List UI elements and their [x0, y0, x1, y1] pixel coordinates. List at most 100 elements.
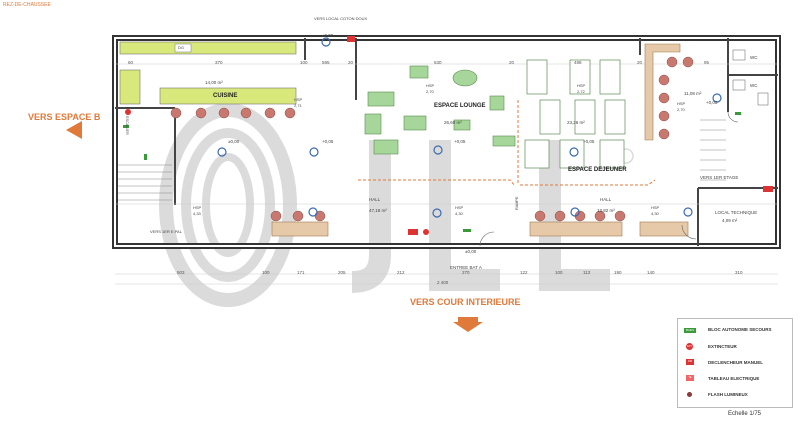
- staircase: [118, 119, 726, 201]
- glass-partition: [358, 100, 656, 187]
- legend-label-flash: FLASH LUMINEUX: [708, 392, 748, 397]
- area-local-technique: 4,09 m²: [722, 218, 738, 223]
- label-vers-local: VERS LOCAL COTON DOUX: [314, 16, 368, 21]
- legend-label-baes: BLOC AUTONOME SECOURS: [708, 327, 772, 332]
- room-lounge: ESPACE LOUNGE: [434, 103, 486, 109]
- fire-equipment: [125, 36, 773, 235]
- top-dim-8: 20: [637, 60, 643, 65]
- level-6: +0,05: [706, 100, 718, 105]
- top-dim-3: 595: [322, 60, 330, 65]
- baes-icon: BAES: [684, 327, 696, 333]
- area-dejeuner: 23,26 m²: [567, 120, 585, 125]
- area-hall-right: 13,82 m²: [597, 208, 615, 213]
- tableau-electrique-icon: TE: [686, 375, 694, 381]
- hsp-label-1: HSP: [294, 97, 303, 102]
- hsp-label-7: HSP: [651, 205, 660, 210]
- direction-cour: VERS COUR INTERIEURE: [410, 297, 521, 307]
- floor-label: REZ-DE-CHAUSSEE: [3, 2, 51, 8]
- top-dim-7: 488: [574, 60, 582, 65]
- kitchen-island: [159, 87, 297, 105]
- bottom-dim-0: 503: [177, 270, 185, 275]
- legend-label-dm: DECLENCHEUR MANUEL: [708, 360, 763, 365]
- room-wc-2: WC: [750, 83, 758, 88]
- kitchen-counter-side: [119, 69, 141, 105]
- hsp-value-3: 2,72: [577, 89, 585, 94]
- total-dim: 2 400: [437, 280, 449, 285]
- bottom-dim-11: 310: [735, 270, 743, 275]
- level-2: +0,05: [322, 139, 334, 144]
- top-dim-5: 530: [434, 60, 442, 65]
- baes-markers: [123, 112, 741, 232]
- room-cuisine: CUISINE: [213, 93, 238, 99]
- safety-icons: [217, 37, 722, 218]
- dg-box: [174, 43, 192, 53]
- level-4: +0,05: [583, 139, 595, 144]
- stools-kitchen: [170, 107, 296, 119]
- legend-item-ext: EXT: [684, 341, 693, 351]
- room-local-technique: LOCAL TECHNIQUE: [715, 210, 758, 215]
- hsp-value-4: 2,70: [677, 107, 685, 112]
- top-dim-0: 60: [128, 60, 134, 65]
- down-arrow-icon: [453, 317, 483, 332]
- kitchen-counter-top: [119, 41, 297, 55]
- hall-benches: [271, 221, 689, 237]
- direction-espace-b: VERS ESPACE B: [28, 112, 101, 122]
- bottom-dim-2: 171: [297, 270, 305, 275]
- label-dg: DG: [178, 45, 184, 50]
- label-escalier: ESCALIER: [125, 116, 129, 135]
- bottom-dim-3: 205: [338, 270, 346, 275]
- room-hall-left: HALL: [369, 197, 381, 202]
- legend-label-ext: EXTINCTEUR: [708, 344, 737, 349]
- scale-label: Echelle 1/75: [728, 411, 762, 417]
- legend-label-te: TABLEAU ELECTRIQUE: [708, 376, 760, 381]
- area-lounge: 26,60 m²: [444, 120, 462, 125]
- flash-icon: [687, 391, 692, 397]
- room-wc-1: WC: [750, 55, 758, 60]
- room-dejeuner: ESPACE DEJEUNER: [568, 167, 627, 173]
- banquette-right: [644, 43, 681, 141]
- stools-hall: [270, 210, 626, 222]
- level-3: +0,05: [454, 139, 466, 144]
- level-5: ±0,00: [465, 249, 477, 254]
- extincteur-icon: EXT: [686, 342, 693, 350]
- interior-walls: [115, 38, 778, 246]
- hsp-value-6: 4,30: [455, 211, 463, 216]
- legend-item-te: TE: [684, 373, 694, 383]
- stools-right: [658, 56, 694, 140]
- legend-item-flash: [684, 389, 692, 399]
- top-dim-2: 100: [300, 60, 308, 65]
- hsp-label-2: HSP: [426, 83, 435, 88]
- top-dim-1: 370: [215, 60, 223, 65]
- dining-tables: [524, 59, 626, 169]
- legend-item-dm: DM: [684, 357, 694, 367]
- bottom-dim-5: 270: [462, 270, 470, 275]
- hsp-value-2: 2,70: [426, 89, 434, 94]
- label-vers-etage: VERS 1ER ETAGE: [700, 175, 739, 180]
- bottom-dim-8: 113: [583, 270, 591, 275]
- area-hall-left: 47,18 m²: [369, 208, 387, 213]
- room-hall-right: HALL: [600, 197, 612, 202]
- bottom-dim-10: 140: [647, 270, 655, 275]
- hsp-label-4: HSP: [677, 101, 686, 106]
- bottom-dim-1: 100: [262, 270, 270, 275]
- bottom-dim-9: 190: [614, 270, 622, 275]
- hsp-label-3: HSP: [577, 83, 586, 88]
- lounge-furniture: [364, 65, 516, 155]
- hsp-value-1: 2,71: [294, 103, 302, 108]
- legend-item-baes: BAES: [684, 325, 696, 335]
- top-dim-6: 20: [509, 60, 515, 65]
- label-rampe: RAMPE: [515, 196, 519, 210]
- label-entree: ENTREE BAT A: [450, 265, 482, 270]
- doors: [479, 111, 739, 247]
- area-cuisine: 14,00 m²: [205, 80, 223, 85]
- hsp-value-7: 4,30: [651, 211, 659, 216]
- left-arrow-icon: [66, 121, 82, 139]
- level-1: ±0,00: [228, 139, 240, 144]
- label-vers-sous-sol: VERS 1ER E.PAL: [150, 229, 182, 234]
- level-7: ±0,00: [322, 33, 334, 38]
- bottom-dim-4: 212: [397, 270, 405, 275]
- bottom-dim-6: 122: [520, 270, 528, 275]
- hsp-label-5: HSP: [193, 205, 202, 210]
- top-dim-9: 95: [704, 60, 710, 65]
